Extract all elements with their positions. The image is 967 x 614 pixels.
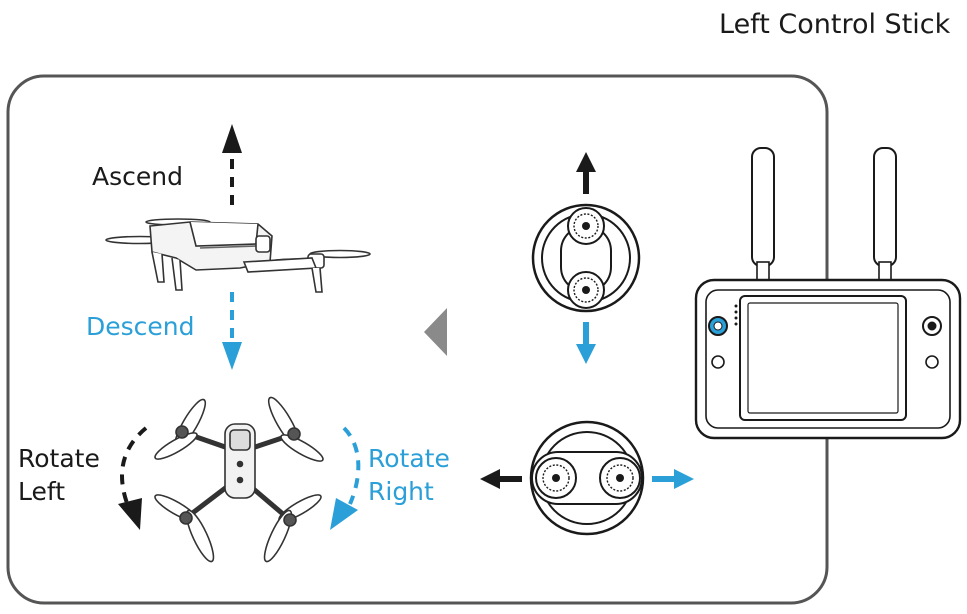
rotate-right-label-line1: Rotate	[368, 444, 450, 473]
rotate-left-arrow	[118, 426, 148, 530]
rotate-left-label-line1: Rotate	[18, 444, 100, 473]
rotate-right-label: Rotate Right	[368, 442, 450, 508]
ascend-label: Ascend	[92, 162, 183, 191]
rotate-left-label-line2: Left	[18, 477, 66, 506]
drone-side-view-icon	[105, 218, 371, 293]
ascend-arrow	[222, 124, 242, 205]
rotate-left-label: Rotate Left	[18, 442, 100, 508]
control-stick-vertical-icon	[531, 152, 641, 364]
control-stick-horizontal-icon	[480, 420, 694, 536]
rotate-right-label-line2: Right	[368, 477, 434, 506]
drone-top-view-icon	[154, 396, 324, 563]
descend-arrow	[222, 292, 242, 370]
page-title: Left Control Stick	[719, 9, 951, 40]
gray-left-arrow-icon	[424, 308, 447, 356]
rotate-right-arrow	[330, 426, 361, 530]
remote-controller-icon	[694, 147, 962, 440]
descend-label: Descend	[86, 312, 195, 341]
